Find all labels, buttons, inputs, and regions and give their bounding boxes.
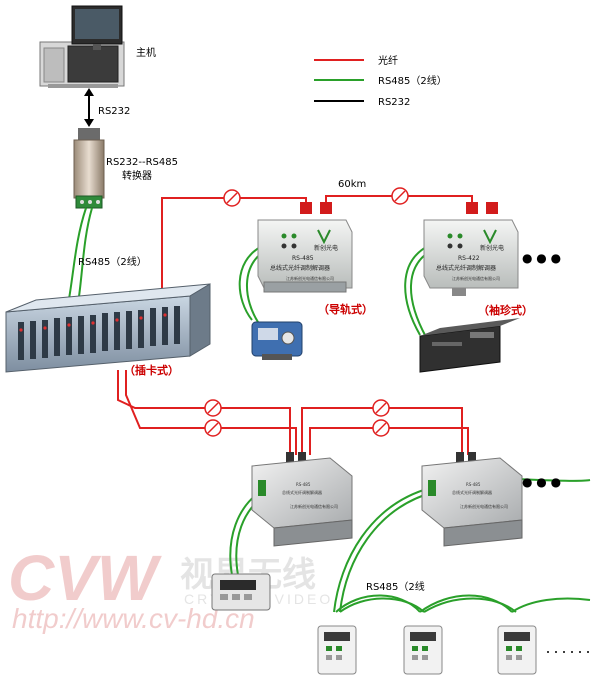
host-computer <box>39 5 125 88</box>
rail-unit-name: 总线式光纤调制解调器 <box>270 264 330 272</box>
mini-unit <box>423 202 519 296</box>
watermark: CVW 视界无线 CRYSTAL VIDEO http://www.cv-hd.… <box>8 542 330 634</box>
legend-rs485-label: RS485（2线） <box>378 74 447 87</box>
host-label: 主机 <box>136 46 156 59</box>
rail-unit-model: RS-485 <box>292 255 314 262</box>
mini-unit-maker: 江苏新创光电通信有限公司 <box>452 275 500 281</box>
meter-1 <box>317 625 357 675</box>
watermark-brand: CVW <box>8 542 162 614</box>
box-unit-1-name: 总线式光纤调制解调器 <box>282 489 322 495</box>
rs232-label: RS232 <box>98 106 130 117</box>
mini-type-label: （袖珍式） <box>478 303 533 317</box>
meter-3 <box>497 625 537 675</box>
converter-label-line1: RS232--RS485 <box>106 157 178 168</box>
mini-unit-model: RS-422 <box>458 255 480 262</box>
mini-unit-brand: 新创光电 <box>480 244 504 252</box>
rs232-rs485-converter <box>73 128 105 209</box>
mini-unit-name: 总线式光纤调制解调器 <box>436 264 496 272</box>
legend: 光纤 RS485（2线） RS232 <box>314 54 447 108</box>
legend-fiber-label: 光纤 <box>378 54 398 67</box>
rail-mount-unit <box>257 202 353 293</box>
card-rack <box>5 283 211 373</box>
box-unit-2 <box>421 452 523 547</box>
sensor-device <box>251 321 303 360</box>
rail-type-label: （导轨式） <box>318 302 373 316</box>
rs485-bottom-label: RS485（2线 <box>366 580 425 593</box>
box-unit-2-maker: 江苏新创光电通信有限公司 <box>460 503 508 509</box>
meter-2 <box>403 625 443 675</box>
box-unit-2-name: 总线式光纤调制解调器 <box>452 489 492 495</box>
distance-label: 60km <box>338 179 366 190</box>
legend-rs232-label: RS232 <box>378 97 410 108</box>
card-type-label: （插卡式） <box>124 363 179 377</box>
bottom-more-dots <box>547 651 589 653</box>
industrial-pc <box>419 318 520 373</box>
rs485-left-label: RS485（2线） <box>78 255 147 268</box>
more-dots-top: ● ● ● <box>522 251 561 265</box>
rail-unit-maker: 江苏新创光电通信有限公司 <box>286 275 334 281</box>
more-dots-middle: ● ● ● <box>522 475 561 489</box>
rs232-link <box>84 88 94 127</box>
box-unit-1-maker: 江苏新创光电通信有限公司 <box>290 503 338 509</box>
box-unit-1 <box>251 452 353 547</box>
box-unit-1-model: RS-485 <box>296 482 311 487</box>
converter-label-line2: 转换器 <box>122 169 152 182</box>
box-unit-2-model: RS-485 <box>466 482 481 487</box>
weighing-scale <box>211 573 271 611</box>
rail-unit-brand: 新创光电 <box>314 244 338 252</box>
fiber-attenuators <box>204 187 409 437</box>
